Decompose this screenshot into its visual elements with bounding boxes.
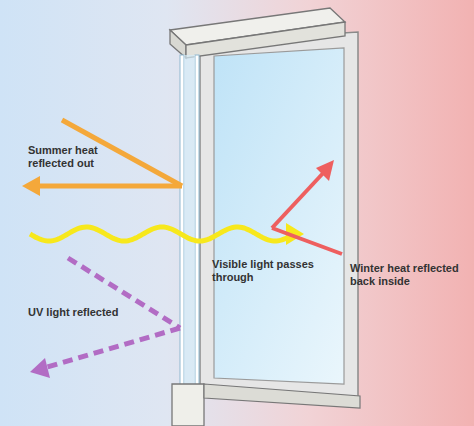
- header-beam-front: [186, 22, 345, 58]
- arrow-head: [22, 176, 40, 196]
- sill: [172, 384, 204, 426]
- winter-heat-label: Winter heat reflected back inside: [350, 262, 468, 287]
- visible-light-label: Visible light passes through: [212, 258, 332, 283]
- sill-top: [204, 384, 360, 408]
- uv-reflection: [44, 328, 180, 368]
- uv-light-label: UV light reflected: [28, 306, 138, 319]
- summer-heat-label: Summer heat reflected out: [28, 144, 138, 169]
- winter-heat-reflection: [272, 170, 326, 228]
- pane-outer: [180, 55, 184, 385]
- arrow-head: [316, 160, 334, 181]
- gas-gap: [184, 55, 195, 385]
- arrow-head: [30, 358, 50, 378]
- window-frame: [200, 32, 358, 400]
- summer-heat-reflection: [34, 184, 182, 189]
- header-beam-side: [170, 30, 186, 58]
- visible-light-wave: [30, 227, 288, 241]
- glass-pane: [214, 48, 344, 384]
- pane-inner: [195, 55, 199, 385]
- winter-heat-ray: [272, 228, 342, 254]
